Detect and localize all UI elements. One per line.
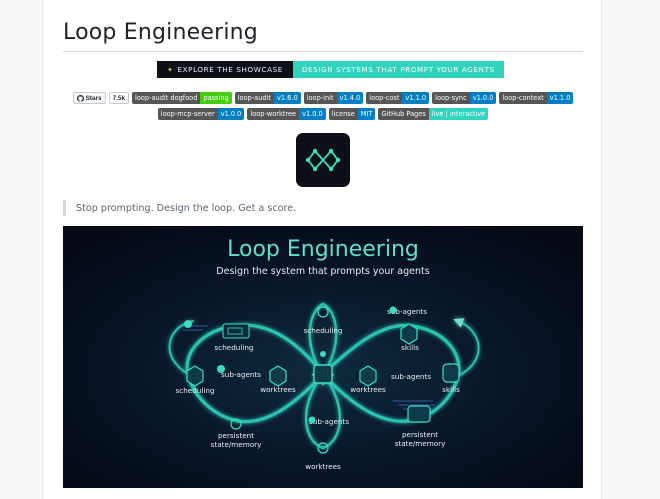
showcase-banner-left-label: EXPLORE THE SHOWCASE (177, 65, 283, 74)
github-icon (76, 94, 84, 102)
badge-value: MIT (357, 108, 376, 120)
node-dot-icon (184, 320, 192, 328)
project-logo (296, 133, 350, 187)
showcase-banner-right-label: DESIGN SYSTEMS THAT PROMPT YOUR AGENTS (301, 65, 495, 74)
scheduling-hex-icon (186, 365, 204, 387)
diagram-subtitle: Design the system that prompts your agen… (216, 266, 429, 277)
showcase-banner-link[interactable]: ✦ EXPLORE THE SHOWCASE DESIGN SYSTEMS TH… (157, 61, 504, 78)
label-persistent-left: persistent (218, 431, 254, 440)
badge-value: v1.4.0 (336, 92, 364, 104)
worktrees-hex-icon (269, 365, 287, 387)
github-stars-badge[interactable]: Stars 7.5k (72, 92, 130, 104)
label-skills-right: skills (442, 385, 460, 394)
badge-value: v1.0.0 (299, 108, 326, 120)
label-scheduling-lower-left: scheduling (176, 386, 215, 395)
label-skills-top: skills (401, 343, 419, 352)
badge-value: v1.0.0 (469, 92, 497, 104)
diagram-title: Loop Engineering (227, 237, 419, 262)
sub-agent-node-icon (217, 365, 225, 373)
skills-database-icon (442, 363, 460, 383)
title-divider (63, 51, 583, 52)
page-title: Loop Engineering (63, 20, 258, 45)
scheduling-network-icon (317, 306, 329, 318)
memory-database-icon (407, 405, 431, 423)
badge-label: loop-context (499, 92, 547, 104)
loop-engineering-diagram: Loop Engineering Design the system that … (63, 226, 583, 488)
badge-value: live | interactive (428, 108, 489, 120)
badge-value: v1.1.0 (546, 92, 574, 104)
label-worktrees-right: worktrees (350, 385, 386, 394)
github-stars-button[interactable]: Stars (72, 92, 106, 104)
hub-dot-icon (320, 351, 326, 357)
worktrees-right-hex-icon (359, 365, 377, 387)
badge-label: loop-mcp-server (157, 108, 218, 120)
diagram-nodes (184, 306, 460, 454)
showcase-banner-right: DESIGN SYSTEMS THAT PROMPT YOUR AGENTS (292, 61, 504, 78)
label-sub-agents-mid: sub-agents (309, 417, 349, 426)
readme-page: Loop Engineering ✦ EXPLORE THE SHOWCASE … (42, 0, 602, 499)
terminal-icon (222, 323, 250, 339)
badge-value: v1.1.0 (402, 92, 430, 104)
tagline-text: Stop prompting. Design the loop. Get a s… (76, 202, 297, 214)
badge-label: loop-worktree (247, 108, 300, 120)
top-right-dot-icon (389, 306, 397, 314)
loop-logo-icon (305, 148, 341, 172)
memory-network-icon (230, 418, 242, 430)
badge-label: loop-cost (366, 92, 403, 104)
worktrees-network-icon (317, 442, 329, 454)
badge-label: GitHub Pages (378, 108, 429, 120)
badge-label: license (328, 108, 358, 120)
badge-value: passing (200, 92, 232, 104)
badge-label: loop-audit dogfood (132, 92, 201, 104)
badge-value: v1.6.0 (273, 92, 301, 104)
label-worktrees-bottom: worktrees (305, 462, 341, 471)
showcase-banner-left: ✦ EXPLORE THE SHOWCASE (157, 61, 293, 78)
circuit-lines (183, 325, 435, 410)
github-stars-label: Stars (85, 94, 102, 102)
label-scheduling-left: scheduling (215, 343, 254, 352)
label-persistent-right: persistent (402, 430, 438, 439)
label-worktrees-left: worktrees (260, 385, 296, 394)
badge-label: loop-audit (234, 92, 274, 104)
label-sub-agents-top-right: sub-agents (387, 307, 427, 316)
label-sub-agents-left: sub-agents (221, 370, 261, 379)
sub-agent-dot-icon (308, 416, 316, 424)
github-stars-count[interactable]: 7.5k (108, 92, 130, 104)
badge-value: v1.0.0 (217, 108, 245, 120)
skills-hex-icon (400, 323, 418, 345)
sparkle-icon: ✦ (167, 65, 174, 74)
tagline-quote: Stop prompting. Design the loop. Get a s… (63, 200, 296, 216)
label-scheduling-top: scheduling (304, 326, 343, 335)
badge-label: loop-sync (432, 92, 470, 104)
center-hub-icon (313, 364, 333, 384)
label-sub-agents-right: sub-agents (391, 372, 431, 381)
label-state-memory-left: state/memory (211, 440, 262, 449)
label-state-memory-right: state/memory (395, 439, 446, 448)
terminal-screen-icon (227, 327, 243, 335)
badge-label: loop-init (303, 92, 337, 104)
